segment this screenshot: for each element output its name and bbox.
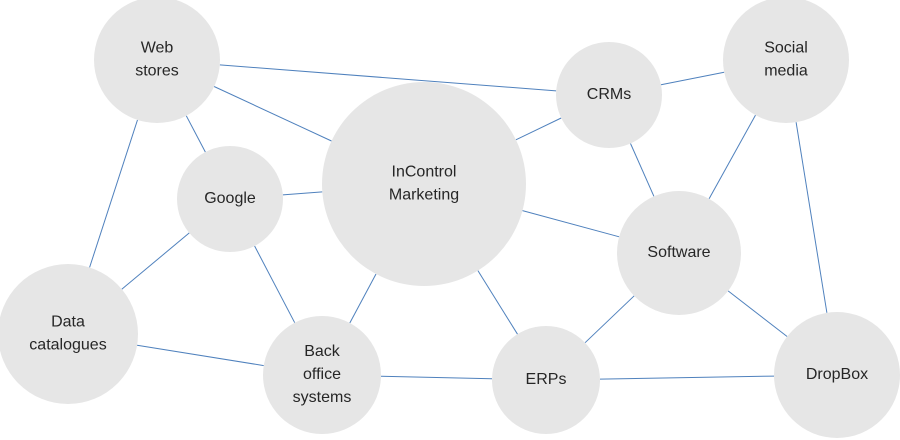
node-circle-crms [556,42,662,148]
edge-layer [89,64,828,380]
edge-back-office-systems-to-erps [380,375,493,380]
edge-google-to-data-catalogues [121,232,190,290]
edge-crms-to-social-media [660,71,725,86]
edge-crms-to-software [630,143,655,197]
node-label-software: Software [647,244,710,261]
node-dropbox: DropBox [774,312,900,438]
edge-google-to-back-office-systems [254,245,296,323]
edge-erps-to-dropbox [599,375,775,380]
node-circle-dropbox [774,312,900,438]
edge-web-stores-to-data-catalogues [89,119,138,268]
node-social-media: Social media [723,0,849,123]
node-label-data-catalogues: Data [51,314,85,331]
node-circle-incontrol-marketing [322,82,526,286]
edge-web-stores-to-crms [219,64,557,92]
node-label-social-media: Social [764,40,808,57]
edge-web-stores-to-google [185,115,206,153]
node-circle-google [177,146,283,252]
edge-social-media-to-dropbox [795,122,828,313]
node-label-incontrol-marketing: InControl [392,164,457,181]
node-erps: ERPs [492,326,600,434]
edge-incontrol-marketing-to-google [282,191,323,196]
node-circle-web-stores [94,0,220,123]
node-label-social-media: media [764,63,808,80]
node-label-web-stores: stores [135,63,179,80]
node-label-web-stores: Web [141,40,174,57]
node-data-catalogues: Data catalogues [0,264,138,404]
node-circle-social-media [723,0,849,123]
node-label-back-office-systems: systems [293,389,352,406]
node-label-back-office-systems: Back [304,343,341,360]
node-label-erps: ERPs [526,371,567,388]
node-google: Google [177,146,283,252]
edge-incontrol-marketing-to-erps [477,270,518,335]
node-web-stores: Web stores [94,0,220,123]
edge-software-to-erps [584,295,635,344]
node-software: Software [617,191,741,315]
node-circle-back-office-systems [263,316,381,434]
node-label-crms: CRMs [587,86,631,103]
node-circle-data-catalogues [0,264,138,404]
edge-data-catalogues-to-back-office-systems [137,344,264,367]
edge-social-media-to-software [708,114,756,200]
node-label-google: Google [204,190,256,207]
node-label-data-catalogues: catalogues [29,337,106,354]
node-label-dropbox: DropBox [806,366,868,383]
node-crms: CRMs [556,42,662,148]
edge-software-to-dropbox [727,290,788,337]
edge-incontrol-marketing-to-back-office-systems [349,273,377,324]
edge-crms-to-incontrol-marketing [515,117,562,141]
edge-web-stores-to-incontrol-marketing [213,86,332,142]
node-label-incontrol-marketing: Marketing [389,187,459,204]
edge-incontrol-marketing-to-software [522,210,620,238]
node-label-back-office-systems: office [303,366,341,383]
node-circle-software [617,191,741,315]
node-back-office-systems: Back office systems [263,316,381,434]
node-circle-erps [492,326,600,434]
